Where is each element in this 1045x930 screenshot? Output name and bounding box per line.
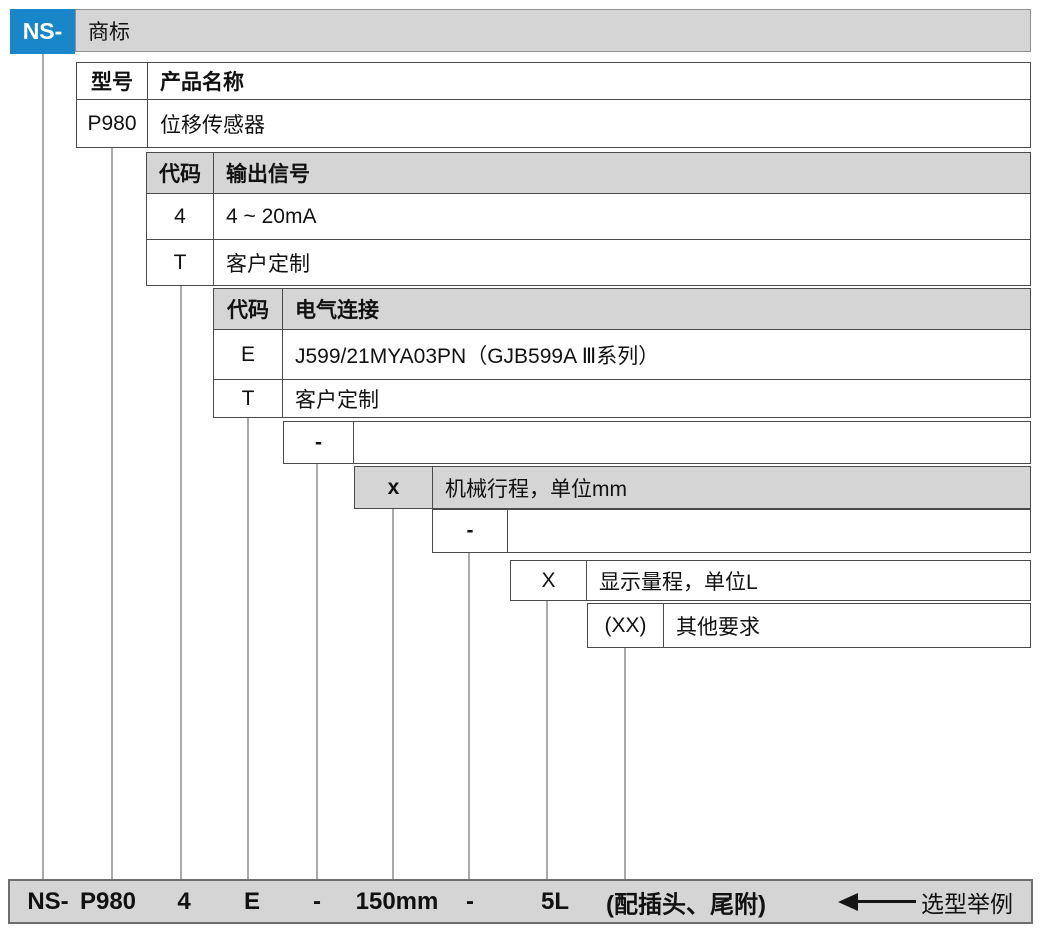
dash-empty-cell [508,510,1030,552]
stroke-row: x 机械行程，单位mm [354,466,1031,509]
connector-line-model [111,148,113,879]
electrical-header-row: 代码 电气连接 [214,289,1030,329]
signal-value-cell: 客户定制 [226,252,310,276]
model-col-header: 型号 [77,63,148,99]
connector-line-signal [180,286,182,879]
dash-separator-row-1: - [283,421,1031,464]
dash-row: - [433,510,1030,552]
stroke-row-inner: x 机械行程，单位mm [355,467,1030,508]
example-stroke: 150mm [355,887,439,915]
connector-line-range [546,601,548,879]
electrical-code-header: 代码 [214,289,283,329]
brand-prefix-box: NS- [10,9,75,54]
connector-line-dash2 [468,553,470,879]
electrical-row-e: E J599/21MYA03PN（GJB599A Ⅲ系列） [214,329,1030,379]
signal-code-cell: 4 [147,194,214,239]
electrical-value-cell: 客户定制 [295,388,379,412]
product-name-cell: 位移传感器 [160,113,265,137]
signal-code-header: 代码 [147,153,214,193]
signal-row-4: 4 4 ~ 20mA [147,193,1030,239]
electrical-title-header: 电气连接 [283,289,1030,329]
signal-value-cell: 4 ~ 20mA [226,204,317,228]
other-row-inner: (XX) 其他要求 [588,604,1030,647]
signal-title-header: 输出信号 [214,153,1030,193]
dash-row: - [284,422,1030,463]
example-range: 5L [540,887,570,915]
output-signal-table: 代码 输出信号 4 4 ~ 20mA T 客户定制 [146,152,1031,286]
dash-symbol-cell: - [284,422,354,463]
brand-prefix-label: NS- [22,18,63,44]
other-requirements-row: (XX) 其他要求 [587,603,1031,648]
example-note-label: 选型举例 [921,890,1013,917]
left-arrow-icon [838,893,858,911]
connector-line-stroke [392,509,394,879]
dash-empty-cell [354,422,1030,463]
example-prefix: NS- [27,887,69,915]
other-code-cell: (XX) [588,604,664,647]
example-electrical: E [243,887,261,915]
electrical-value-cell: J599/21MYA03PN（GJB599A Ⅲ系列） [295,344,660,368]
range-row: X 显示量程，单位L [510,560,1031,601]
signal-row-t: T 客户定制 [147,239,1030,285]
range-row-inner: X 显示量程，单位L [511,561,1030,600]
model-table-header-row: 型号 产品名称 [77,63,1030,99]
example-dash-1: - [313,887,321,915]
trademark-bar: 商标 [75,9,1031,52]
example-dash-2: - [466,887,474,915]
trademark-label: 商标 [88,20,130,44]
signal-code-cell: T [147,240,214,285]
range-label-cell: 显示量程，单位L [599,570,758,594]
connector-line-electrical [247,418,249,879]
model-code-cell: P980 [77,100,148,147]
model-table-row: P980 位移传感器 [77,99,1030,147]
electrical-row-t: T 客户定制 [214,379,1030,417]
example-model: P980 [79,887,137,915]
dash-separator-row-2: - [432,509,1031,553]
connector-line-prefix [42,52,44,879]
stroke-code-cell: x [355,467,433,508]
range-code-cell: X [511,561,587,600]
electrical-code-cell: E [214,330,283,379]
dash-symbol-cell: - [433,510,508,552]
signal-header-row: 代码 输出信号 [147,153,1030,193]
selection-example-bar: NS- P980 4 E - 150mm - 5L (配插头、尾附) 选型举例 [8,879,1033,924]
electrical-table: 代码 电气连接 E J599/21MYA03PN（GJB599A Ⅲ系列） T … [213,288,1031,418]
connector-line-dash1 [316,464,318,879]
other-label-cell: 其他要求 [676,615,760,639]
arrow-line [856,900,916,903]
example-suffix-note: (配插头、尾附) [606,891,766,918]
model-table: 型号 产品名称 P980 位移传感器 [76,62,1031,148]
electrical-code-cell: T [214,380,283,417]
product-name-col-header: 产品名称 [160,71,244,94]
stroke-label-cell: 机械行程，单位mm [433,467,1030,508]
example-signal: 4 [177,887,191,915]
connector-line-other [624,648,626,879]
